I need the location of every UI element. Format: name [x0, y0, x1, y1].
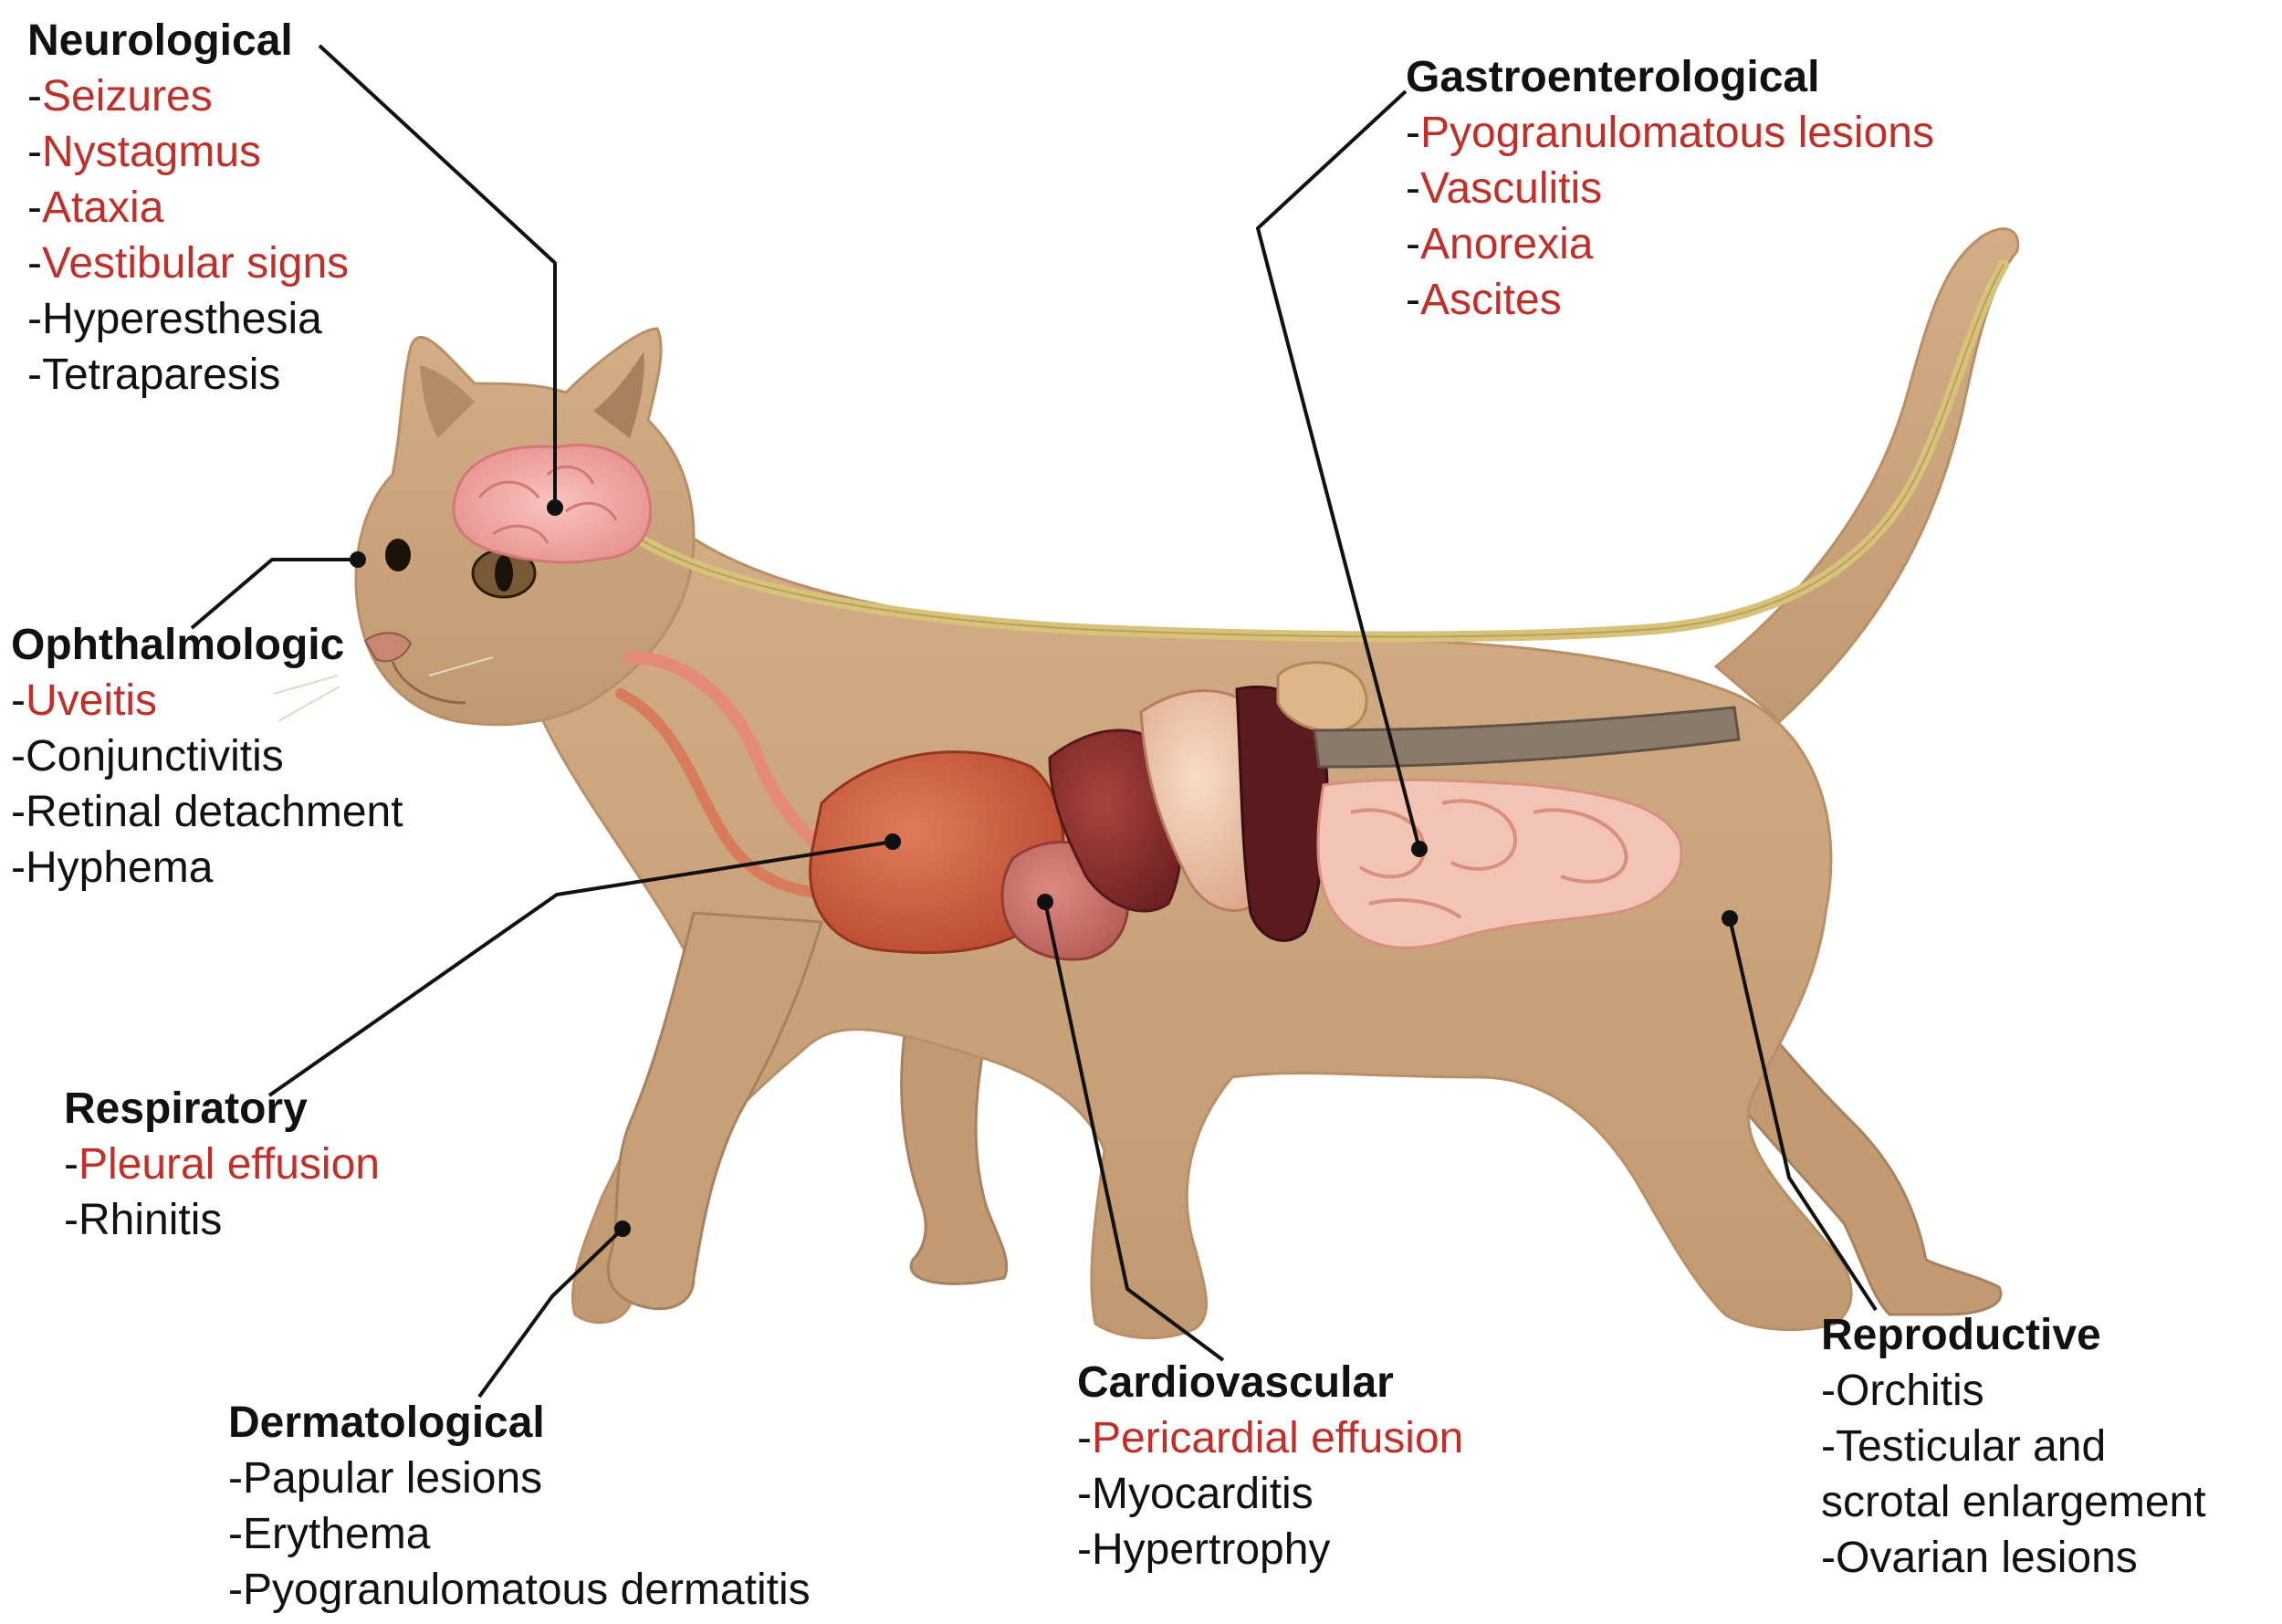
finding-item-continuation: scrotal enlargement — [1821, 1478, 2206, 1526]
finding-item: -Testicular and — [1821, 1422, 2107, 1471]
group-reproductive: Reproductive -Orchitis -Testicular and s… — [1821, 1307, 2206, 1586]
group-cardiovascular: Cardiovascular -Pericardial effusion -My… — [1077, 1355, 1463, 1577]
cat-body — [504, 490, 1853, 1340]
group-dermatological: Dermatological -Papular lesions -Erythem… — [228, 1395, 811, 1618]
trachea — [623, 651, 855, 874]
finding-item: -Rhinitis — [64, 1196, 223, 1244]
cat-front-leg-near — [606, 911, 823, 1311]
colon — [1313, 706, 1741, 769]
finding-item: -Retinal detachment — [11, 788, 403, 836]
leader-cardiovascular — [1043, 901, 1225, 1362]
finding-item: -Erythema — [228, 1510, 431, 1558]
finding-item: -Hypertrophy — [1077, 1525, 1331, 1574]
finding-item: -Pyogranulomatous lesions — [1406, 109, 1934, 157]
group-title: Gastroenterological — [1406, 53, 1820, 101]
cat-ear-right — [593, 351, 644, 438]
group-title: Reproductive — [1821, 1311, 2101, 1359]
finding-item: -Uveitis — [11, 676, 158, 725]
leader-reproductive — [1728, 917, 1878, 1312]
leader-ophthalmologic — [190, 558, 358, 630]
finding-item: -Pericardial effusion — [1077, 1414, 1464, 1462]
finding-item: -Papular lesions — [228, 1454, 543, 1503]
leader-respiratory — [267, 840, 894, 1097]
finding-item: -Hyperesthesia — [27, 295, 322, 343]
finding-item: -Ataxia — [27, 183, 164, 232]
finding-item: -Vestibular signs — [27, 239, 350, 288]
finding-item: -Seizures — [27, 72, 213, 120]
group-respiratory: Respiratory -Pleural effusion -Rhinitis — [64, 1081, 380, 1248]
cat-eye-far — [385, 539, 411, 571]
cat-front-leg-far — [900, 984, 1009, 1285]
finding-item: -Conjunctivitis — [11, 732, 284, 781]
cat-nose — [363, 632, 413, 663]
finding-item: -Pleural effusion — [64, 1140, 380, 1189]
finding-item: -Vasculitis — [1406, 164, 1603, 213]
group-title: Neurological — [27, 16, 293, 65]
finding-item: -Myocarditis — [1077, 1470, 1314, 1518]
finding-item: -Pyogranulomatous dermatitis — [228, 1566, 811, 1614]
finding-item: -Ovarian lesions — [1821, 1534, 2138, 1582]
finding-item: -Tetraparesis — [27, 351, 281, 399]
group-title: Cardiovascular — [1077, 1358, 1394, 1407]
group-title: Dermatological — [228, 1399, 545, 1447]
finding-item: -Nystagmus — [27, 128, 262, 176]
finding-item: -Anorexia — [1406, 220, 1594, 268]
leader-gastroenterological — [1256, 89, 1421, 850]
finding-item: -Hyphema — [11, 843, 214, 892]
esophagus — [615, 688, 854, 900]
leader-neurological — [318, 44, 557, 508]
finding-item: -Ascites — [1406, 276, 1562, 324]
kidney — [1276, 661, 1368, 733]
leader-dermatological — [477, 1227, 624, 1399]
group-title: Respiratory — [64, 1084, 308, 1133]
group-title: Ophthalmologic — [11, 621, 345, 669]
cat-ear-left — [420, 365, 475, 438]
group-neurological: Neurological -Seizures -Nystagmus -Ataxi… — [27, 13, 349, 403]
group-ophthalmologic: Ophthalmologic -Uveitis -Conjunctivitis … — [11, 617, 403, 896]
group-gastroenterological: Gastroenterological -Pyogranulomatous le… — [1406, 49, 1934, 328]
finding-item: -Orchitis — [1821, 1367, 1984, 1415]
